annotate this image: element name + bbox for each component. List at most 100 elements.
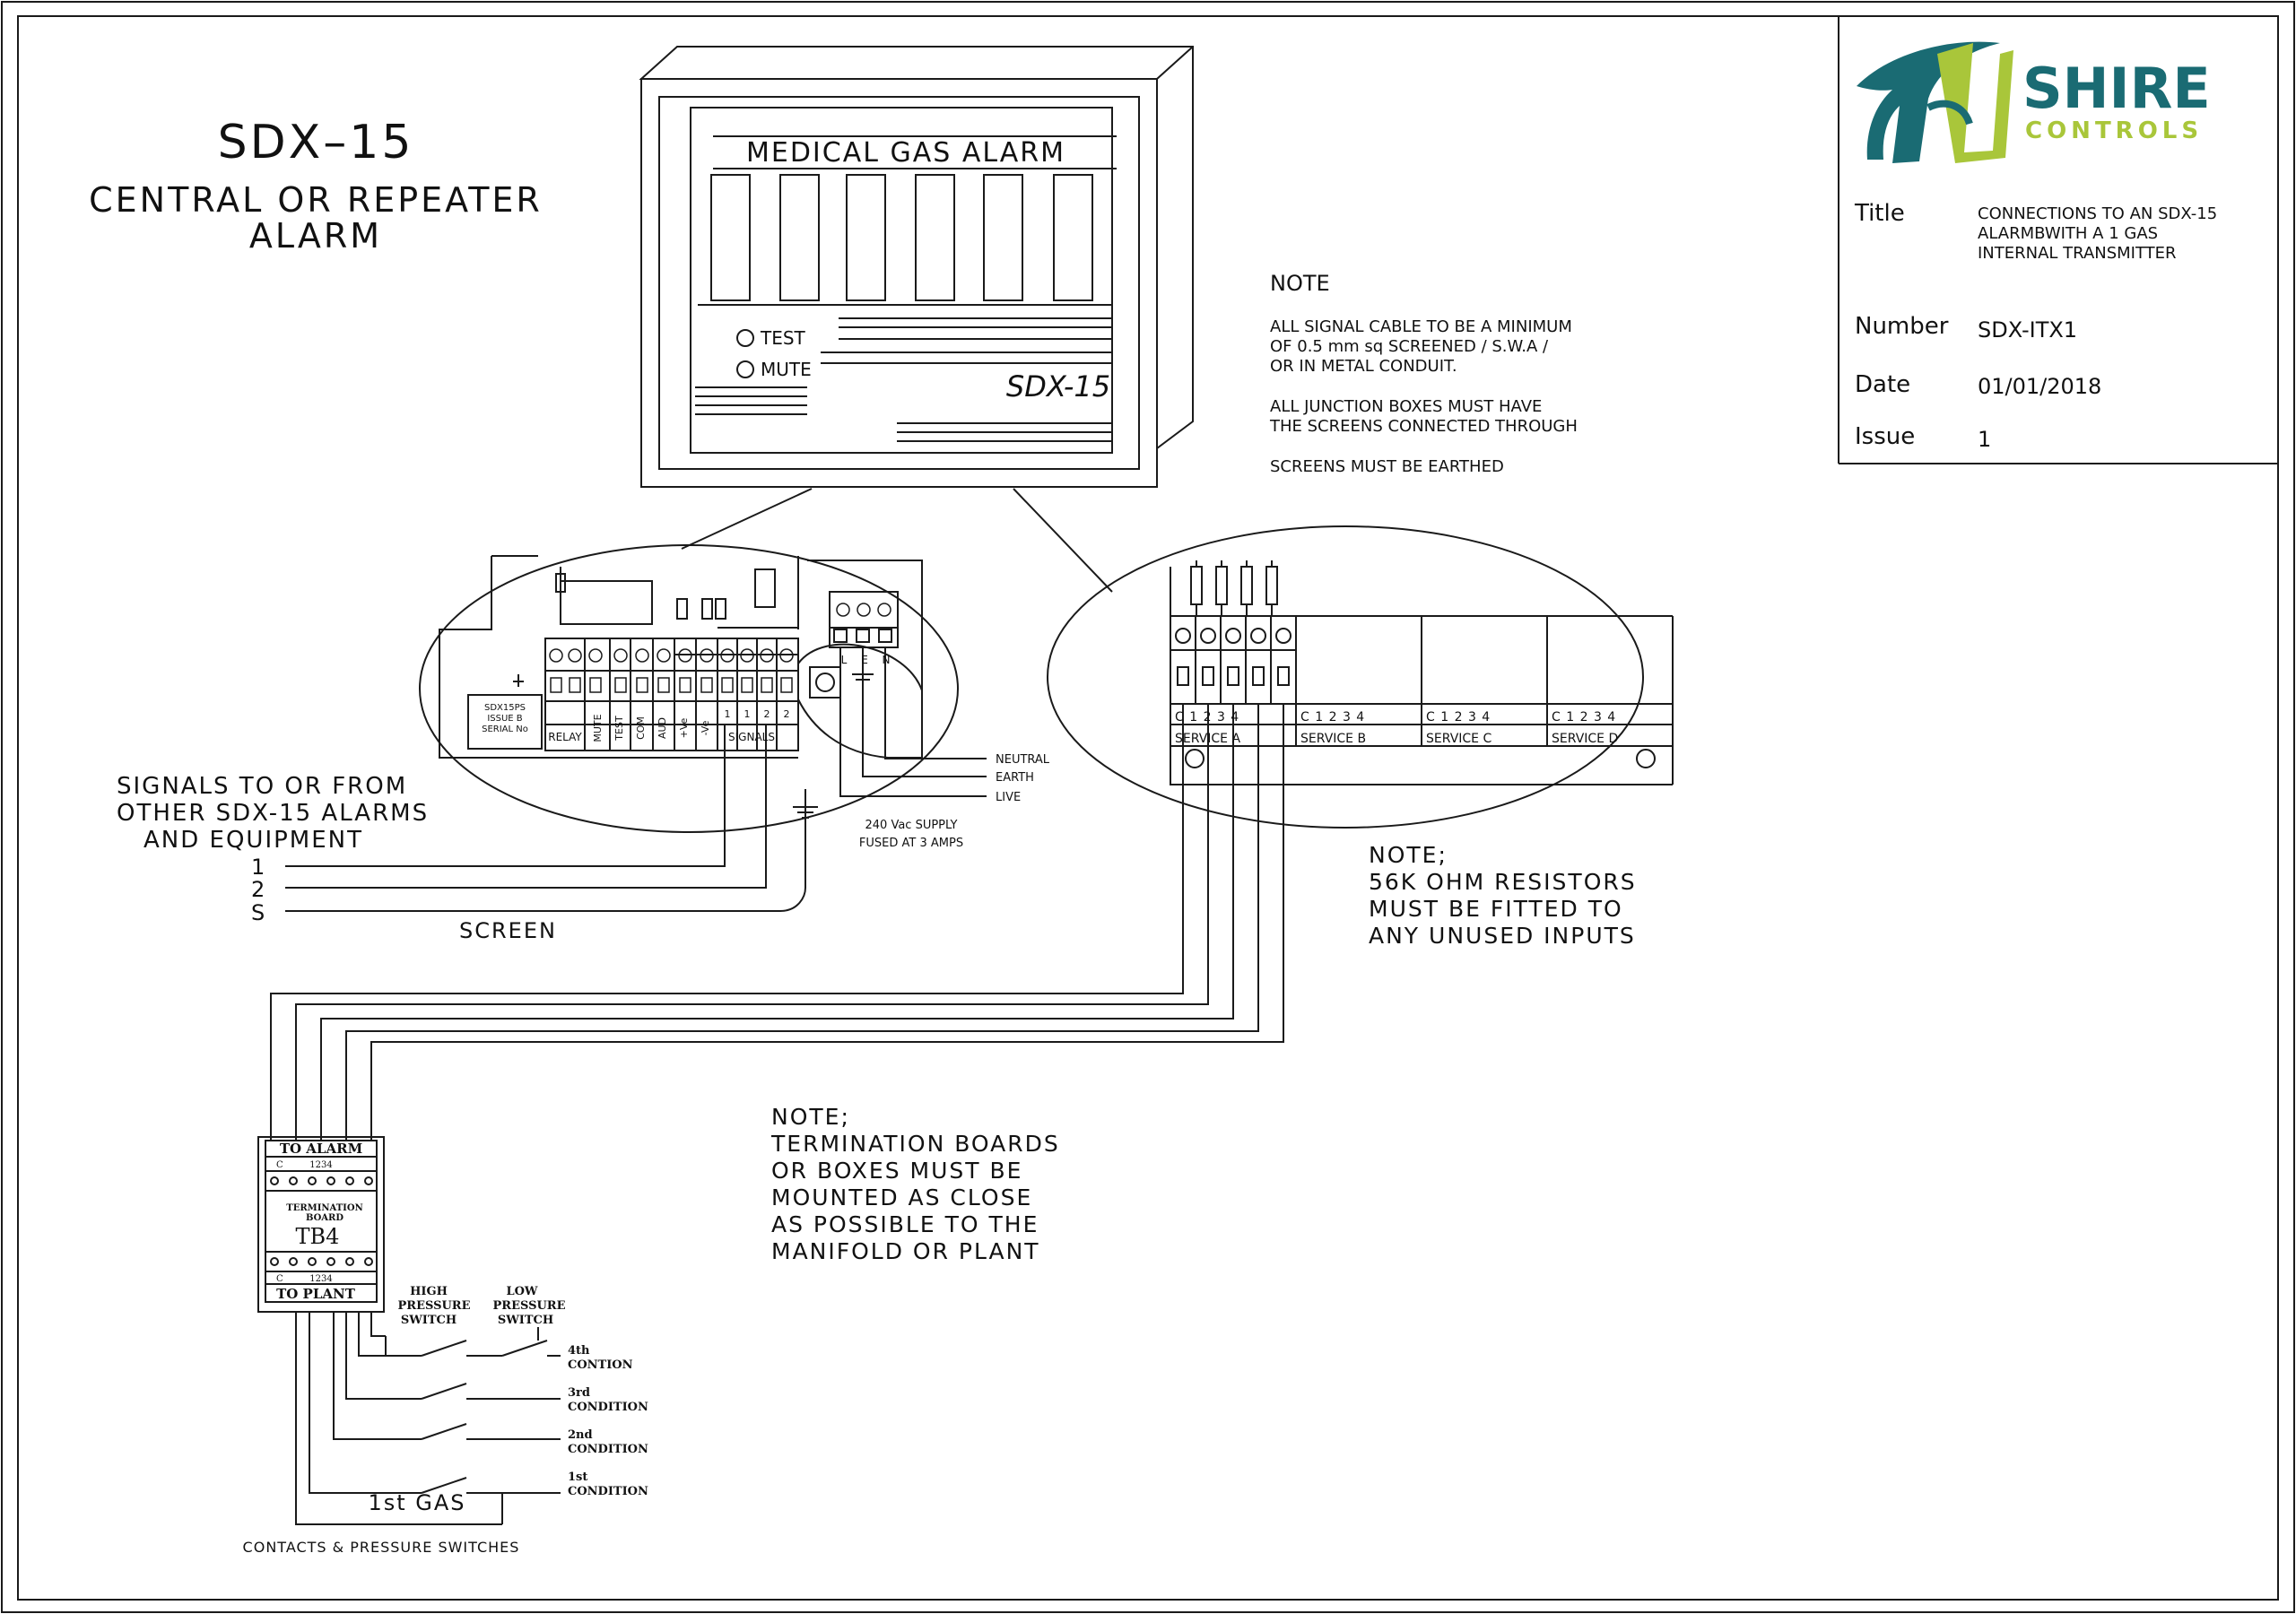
title-label: Title — [1854, 200, 1905, 227]
service-d-label: SERVICE D — [1552, 732, 1618, 746]
service-a-terminals: C 1 2 3 4 — [1175, 710, 1239, 725]
tb4-board-label: TERMINATION — [286, 1203, 362, 1213]
low-pressure-label: PRESSURE — [492, 1299, 565, 1313]
heading-subtitle-1: CENTRAL OR REPEATER — [89, 180, 543, 220]
neutral-label: NEUTRAL — [996, 753, 1050, 767]
condition-4-ordinal: 4th — [568, 1344, 590, 1358]
resistor-note-line: 56K OHM RESISTORS — [1369, 869, 1637, 895]
inner-border — [17, 15, 2279, 1601]
earth-label: EARTH — [996, 771, 1034, 785]
logo-controls: CONTROLS — [2025, 117, 2203, 144]
service-c-label: SERVICE C — [1426, 732, 1492, 746]
condition-3-ordinal: 3rd — [568, 1386, 590, 1400]
tb4-board-label: BOARD — [306, 1213, 344, 1223]
issue-value: 1 — [1978, 427, 1991, 452]
cable-note-line: OF 0.5 mm sq SCREENED / S.W.A / — [1270, 337, 1549, 356]
input-board-detail — [270, 525, 1674, 1141]
termination-note-line: TERMINATION BOARDS — [770, 1131, 1060, 1157]
service-c-terminals: C 1 2 3 4 — [1426, 710, 1491, 725]
number-value: SDX-ITX1 — [1978, 317, 2077, 343]
tb4-to-alarm: TO ALARM — [280, 1141, 362, 1157]
condition-2-label: CONDITION — [568, 1443, 648, 1456]
signals-note-line: SIGNALS TO OR FROM — [117, 773, 407, 800]
termination-note-line: MANIFOLD OR PLANT — [771, 1238, 1040, 1264]
title-value-line: ALARMBWITH A 1 GAS — [1978, 224, 2158, 243]
condition-1-label: CONDITION — [568, 1485, 648, 1498]
cable-note-line: ALL SIGNAL CABLE TO BE A MINIMUM — [1270, 317, 1572, 336]
screen-label: SCREEN — [459, 918, 557, 943]
title-value-line: CONNECTIONS TO AN SDX-15 — [1978, 204, 2217, 223]
test-label: TEST — [760, 327, 806, 349]
terminal-aud: AUD — [657, 717, 668, 739]
alarm-panel — [639, 46, 1194, 593]
alarm-panel-model: SDX-15 — [1006, 369, 1110, 404]
psu-label: SERIAL No — [482, 725, 528, 734]
gas-label: 1st GAS — [368, 1490, 465, 1515]
alarm-board-detail — [285, 544, 987, 912]
alarm-panel-title: MEDICAL GAS ALARM — [746, 137, 1065, 169]
logo-mark-accent-icon — [1937, 43, 2013, 163]
terminal-plus-ve: +Ve — [678, 717, 690, 738]
footer-label: CONTACTS & PRESSURE SWITCHES — [243, 1539, 520, 1556]
low-pressure-label: SWITCH — [498, 1314, 553, 1327]
terminal-2b: 2 — [784, 708, 790, 720]
cable-note-heading: NOTE — [1270, 271, 1330, 296]
condition-3-label: CONDITION — [568, 1401, 648, 1414]
tb4-nums-top: 1234 — [309, 1160, 332, 1170]
signals-note-line: AND EQUIPMENT — [144, 827, 363, 854]
tb4-c-bottom: C — [276, 1274, 283, 1284]
supply-terminal-l: L — [841, 654, 848, 666]
terminal-mute: MUTE — [592, 714, 604, 742]
date-label: Date — [1855, 371, 1910, 398]
condition-1-ordinal: 1st — [568, 1471, 587, 1484]
service-a-label: SERVICE A — [1175, 732, 1240, 746]
title-block — [1838, 16, 2278, 464]
heading-subtitle-2: ALARM — [249, 216, 382, 256]
terminal-minus-ve: -Ve — [700, 720, 711, 735]
signals-note-line: OTHER SDX-15 ALARMS — [117, 800, 429, 827]
terminal-1b: 1 — [744, 708, 751, 720]
title-value-line: INTERNAL TRANSMITTER — [1978, 244, 2177, 263]
heading: SDX–15 CENTRAL OR REPEATER ALARM — [89, 116, 543, 256]
termination-note-line: NOTE; — [771, 1104, 850, 1130]
wire-label-s: S — [251, 900, 265, 925]
tb4-name: TB4 — [296, 1224, 340, 1249]
wire-label-2: 2 — [251, 877, 265, 902]
mute-label: MUTE — [761, 359, 812, 380]
resistor-note-line: MUST BE FITTED TO — [1369, 896, 1623, 922]
heading-model: SDX–15 — [218, 116, 414, 169]
service-d-terminals: C 1 2 3 4 — [1552, 710, 1616, 725]
condition-2-ordinal: 2nd — [568, 1428, 593, 1442]
logo-mark-icon — [1857, 41, 2000, 163]
tb4-board — [257, 1136, 561, 1525]
termination-note-line: AS POSSIBLE TO THE — [771, 1211, 1039, 1237]
date-value: 01/01/2018 — [1978, 374, 2101, 399]
condition-4-label: CONTION — [568, 1358, 633, 1372]
terminal-relay: RELAY — [548, 731, 582, 743]
terminal-1a: 1 — [725, 708, 731, 720]
terminal-test: TEST — [613, 716, 625, 742]
supply-terminal-n: N — [883, 654, 891, 666]
wire-label-1: 1 — [251, 855, 265, 880]
terminal-com: COM — [635, 716, 647, 740]
termination-note-line: MOUNTED AS CLOSE — [771, 1184, 1032, 1210]
logo-shire: SHIRE — [2022, 56, 2211, 121]
cable-note-line: THE SCREENS CONNECTED THROUGH — [1269, 417, 1578, 436]
resistor-note-line: NOTE; — [1369, 842, 1448, 868]
cable-note-line: ALL JUNCTION BOXES MUST HAVE — [1270, 397, 1542, 416]
tb4-to-plant: TO PLANT — [276, 1286, 356, 1302]
resistor-note-line: ANY UNUSED INPUTS — [1369, 923, 1636, 949]
high-pressure-label: PRESSURE — [397, 1299, 470, 1313]
number-label: Number — [1855, 313, 1949, 340]
psu-label: ISSUE B — [487, 714, 522, 724]
terminal-2a: 2 — [764, 708, 770, 720]
supply-label: 240 Vac SUPPLY — [865, 819, 958, 832]
psu-label: SDX15PS — [484, 703, 526, 713]
tb4-nums-bottom: 1234 — [309, 1274, 332, 1284]
termination-note-line: OR BOXES MUST BE — [771, 1158, 1022, 1184]
high-pressure-label: SWITCH — [401, 1314, 457, 1327]
left-terminal-screws — [549, 603, 891, 693]
supply-fuse-label: FUSED AT 3 AMPS — [859, 837, 963, 850]
